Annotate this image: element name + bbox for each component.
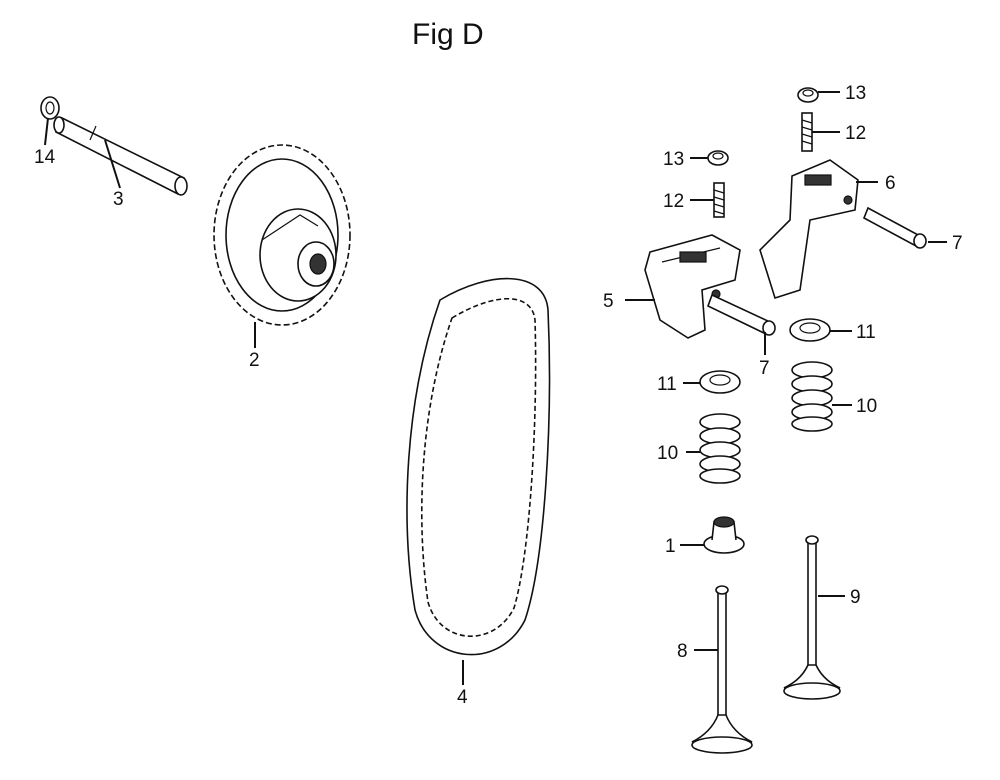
part-2-timing-pulley bbox=[213, 144, 351, 326]
leader-lines bbox=[44, 91, 947, 685]
part-12-adjuster-b bbox=[801, 112, 813, 152]
callout-11a: 11 bbox=[657, 374, 677, 395]
callout-3: 3 bbox=[113, 189, 124, 210]
callout-11b: 11 bbox=[856, 322, 876, 343]
callout-5: 5 bbox=[603, 291, 614, 312]
callout-7b: 7 bbox=[952, 233, 963, 254]
callout-10b: 10 bbox=[856, 396, 877, 417]
part-13-nut-b bbox=[797, 87, 819, 103]
callout-12b: 12 bbox=[845, 123, 866, 144]
callout-4: 4 bbox=[457, 687, 468, 708]
callout-12a: 12 bbox=[663, 191, 684, 212]
part-10-valve-spring-a bbox=[699, 413, 741, 484]
callout-13a: 13 bbox=[663, 149, 684, 170]
part-13-nut-a bbox=[707, 150, 729, 166]
part-7-pivot-pin-b bbox=[862, 206, 927, 249]
part-11-retainer-b bbox=[789, 318, 831, 342]
callout-13b: 13 bbox=[845, 83, 866, 104]
part-10-valve-spring-b bbox=[791, 361, 833, 432]
part-11-retainer-a bbox=[699, 370, 741, 394]
part-6-rocker-arm bbox=[759, 159, 859, 300]
part-1-valve-stem-seal bbox=[703, 516, 745, 554]
callout-10a: 10 bbox=[657, 443, 678, 464]
part-14-washer bbox=[40, 96, 60, 120]
callout-9: 9 bbox=[850, 587, 861, 608]
callout-1: 1 bbox=[665, 536, 676, 557]
part-3-camshaft bbox=[53, 116, 188, 196]
part-7-pivot-pin-a bbox=[707, 293, 776, 336]
callout-6: 6 bbox=[885, 173, 896, 194]
callout-8: 8 bbox=[677, 641, 688, 662]
figure-title: Fig D bbox=[412, 18, 484, 51]
part-12-adjuster-a bbox=[713, 182, 725, 218]
callout-2: 2 bbox=[249, 350, 260, 371]
part-9-valve bbox=[783, 535, 841, 700]
callout-7a: 7 bbox=[759, 358, 770, 379]
part-4-timing-belt bbox=[406, 277, 551, 656]
callout-labels: 14 3 2 4 5 6 7 7 8 9 10 10 11 11 12 12 1… bbox=[34, 83, 963, 708]
callout-14: 14 bbox=[34, 147, 56, 168]
part-5-rocker-arm bbox=[644, 234, 741, 339]
part-8-valve bbox=[691, 585, 753, 754]
